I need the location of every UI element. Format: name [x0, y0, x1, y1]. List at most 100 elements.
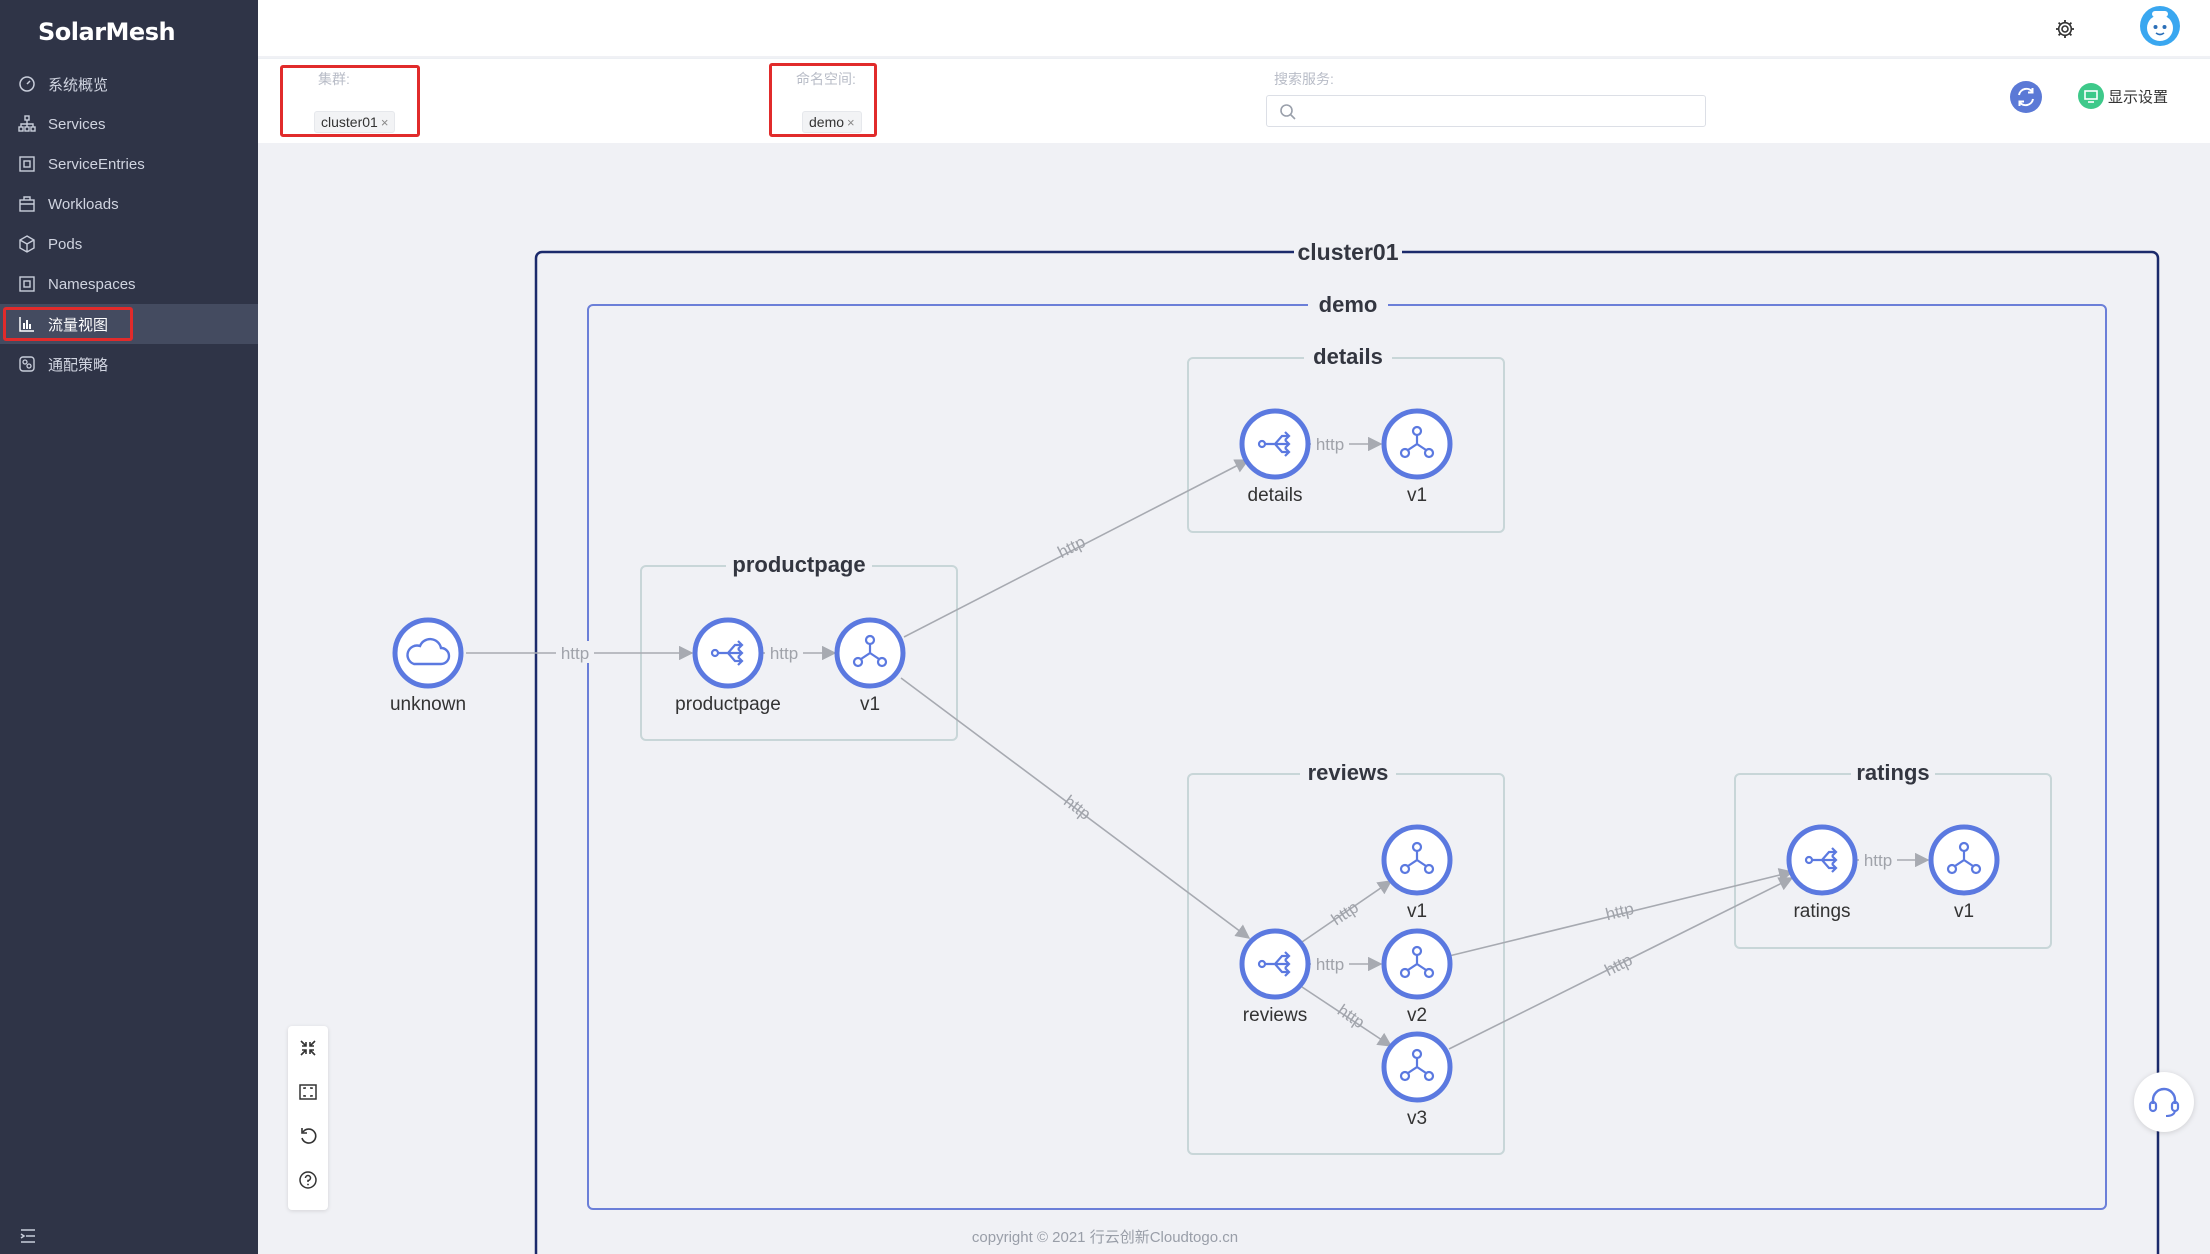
node-details-v1[interactable]: v1 — [1381, 408, 1453, 506]
reset-button[interactable] — [288, 1114, 328, 1158]
topology-graph[interactable]: cluster01 demo details productpage revie… — [258, 142, 2210, 1254]
node-reviews-v1[interactable]: v1 — [1381, 824, 1453, 922]
avatar[interactable] — [2140, 6, 2180, 46]
cluster-group[interactable]: cluster01 — [534, 236, 2160, 1254]
cluster-tag: cluster01× — [314, 111, 396, 133]
service-router-icon — [1257, 431, 1291, 457]
node-reviews-v2[interactable]: v2 — [1381, 928, 1453, 1026]
tag-close-icon[interactable]: × — [847, 115, 855, 130]
search-label: 搜索服务: — [1274, 71, 1334, 87]
namespace-tag: demo× — [802, 111, 862, 133]
gear-icon[interactable] — [2054, 18, 2076, 40]
edge-productpage-reviews[interactable] — [900, 677, 1251, 939]
sidebar-item-label: 系统概览 — [48, 76, 109, 94]
node-reviews-v3[interactable]: v3 — [1381, 1031, 1453, 1129]
node-productpage-service[interactable]: productpage — [675, 617, 781, 715]
sidebar-item-policy[interactable]: 通配策略 — [0, 344, 258, 384]
fullscreen-icon — [299, 1084, 317, 1100]
search-input[interactable] — [1266, 95, 1706, 127]
cloud-icon — [406, 637, 451, 666]
highlight-frame — [3, 307, 133, 341]
tag-close-icon[interactable]: × — [380, 115, 389, 130]
namespace-label: 命名空间: — [796, 71, 856, 87]
namespace-box-icon — [18, 275, 36, 293]
cluster-label: 集群: — [318, 71, 350, 87]
dashboard-icon — [18, 75, 36, 93]
headset-icon — [2148, 1087, 2180, 1117]
support-button[interactable] — [2134, 1072, 2194, 1132]
traffic-graph-canvas[interactable]: cluster01 demo details productpage revie… — [258, 142, 2210, 1254]
display-settings-label: 显示设置 — [2108, 88, 2169, 106]
edge-label: http — [1604, 899, 1636, 924]
node-label: unknown — [390, 694, 466, 715]
node-label: ratings — [1793, 901, 1850, 922]
node-details-service[interactable]: details — [1239, 408, 1311, 506]
edge-label: http — [1316, 955, 1344, 974]
cluster-select[interactable]: 集群: cluster01× — [308, 69, 838, 133]
sidebar-item-services[interactable]: Services — [0, 104, 258, 144]
edge-label: http — [1316, 435, 1344, 454]
node-label: v1 — [860, 694, 880, 715]
sidebar-item-label: Namespaces — [48, 275, 136, 293]
node-ratings-service[interactable]: ratings — [1786, 824, 1858, 922]
sidebar-item-overview[interactable]: 系统概览 — [0, 64, 258, 104]
shrink-arrows-icon — [300, 1040, 316, 1056]
sidebar-item-traffic-view[interactable]: 流量视图 — [0, 304, 258, 344]
namespace-group[interactable]: demo — [587, 290, 2107, 1210]
reviews-group-title: reviews — [1308, 760, 1389, 785]
node-unknown[interactable]: unknown — [390, 617, 466, 715]
filter-bar: 集群: cluster01× 命名空间: demo× 搜索服务: 显示设置 — [258, 58, 2210, 143]
refresh-icon — [2018, 87, 2034, 107]
help-button[interactable] — [288, 1158, 328, 1202]
node-label: v1 — [1954, 901, 1974, 922]
details-group[interactable]: details — [1187, 342, 1505, 533]
highlight-frame — [280, 65, 420, 137]
fit-view-button[interactable] — [288, 1026, 328, 1070]
workload-icon — [852, 634, 888, 668]
node-reviews-service[interactable]: reviews — [1239, 928, 1311, 1026]
edge-label: http — [561, 644, 589, 663]
top-bar — [258, 0, 2210, 56]
node-label: productpage — [675, 694, 781, 715]
edge-reviews-v1[interactable] — [1301, 880, 1393, 943]
display-settings-button[interactable]: 显示设置 — [2078, 83, 2168, 109]
sidebar-item-label: ServiceEntries — [48, 155, 145, 173]
search-icon — [1280, 104, 1296, 120]
sidebar-item-serviceentries[interactable]: ServiceEntries — [0, 144, 258, 184]
fullscreen-button[interactable] — [288, 1070, 328, 1114]
monitor-icon — [2078, 83, 2104, 109]
sidebar-item-label: 通配策略 — [48, 356, 109, 374]
node-label: reviews — [1243, 1005, 1307, 1026]
collapse-menu-icon[interactable] — [18, 1226, 38, 1246]
sidebar-nav: 系统概览 Services ServiceEntries Workloads P… — [0, 64, 258, 384]
search-field: 搜索服务: — [1266, 69, 1716, 87]
sidebar-item-label: Workloads — [48, 195, 119, 213]
refresh-button[interactable] — [2010, 81, 2042, 113]
edge-v2-ratings[interactable] — [1448, 868, 1794, 957]
ratings-group-title: ratings — [1856, 760, 1929, 785]
sidebar-item-label: Services — [48, 115, 106, 133]
entry-box-icon — [18, 155, 36, 173]
workload-icon — [1946, 841, 1982, 875]
sidebar-item-workloads[interactable]: Workloads — [0, 184, 258, 224]
details-group-title: details — [1313, 344, 1383, 369]
ratings-group[interactable]: ratings — [1734, 758, 2052, 949]
node-label: v1 — [1407, 485, 1427, 506]
node-label: v1 — [1407, 901, 1427, 922]
workload-icon — [1399, 425, 1435, 459]
node-ratings-v1[interactable]: v1 — [1928, 824, 2000, 922]
edge-v3-ratings[interactable] — [1448, 877, 1794, 1050]
service-router-icon — [1257, 951, 1291, 977]
app-logo[interactable]: SolarMesh — [38, 18, 176, 46]
node-productpage-v1[interactable]: v1 — [834, 617, 906, 715]
edges — [466, 436, 1930, 1050]
edge-reviews-v3[interactable] — [1301, 986, 1393, 1047]
node-label: v3 — [1407, 1108, 1427, 1129]
reviews-group[interactable]: reviews — [1187, 758, 1505, 1155]
bar-chart-icon — [18, 315, 36, 333]
highlight-frame — [769, 63, 877, 137]
sidebar-item-namespaces[interactable]: Namespaces — [0, 264, 258, 304]
productpage-group[interactable]: productpage — [640, 550, 958, 741]
edge-productpage-details[interactable] — [903, 459, 1250, 638]
sidebar-item-pods[interactable]: Pods — [0, 224, 258, 264]
